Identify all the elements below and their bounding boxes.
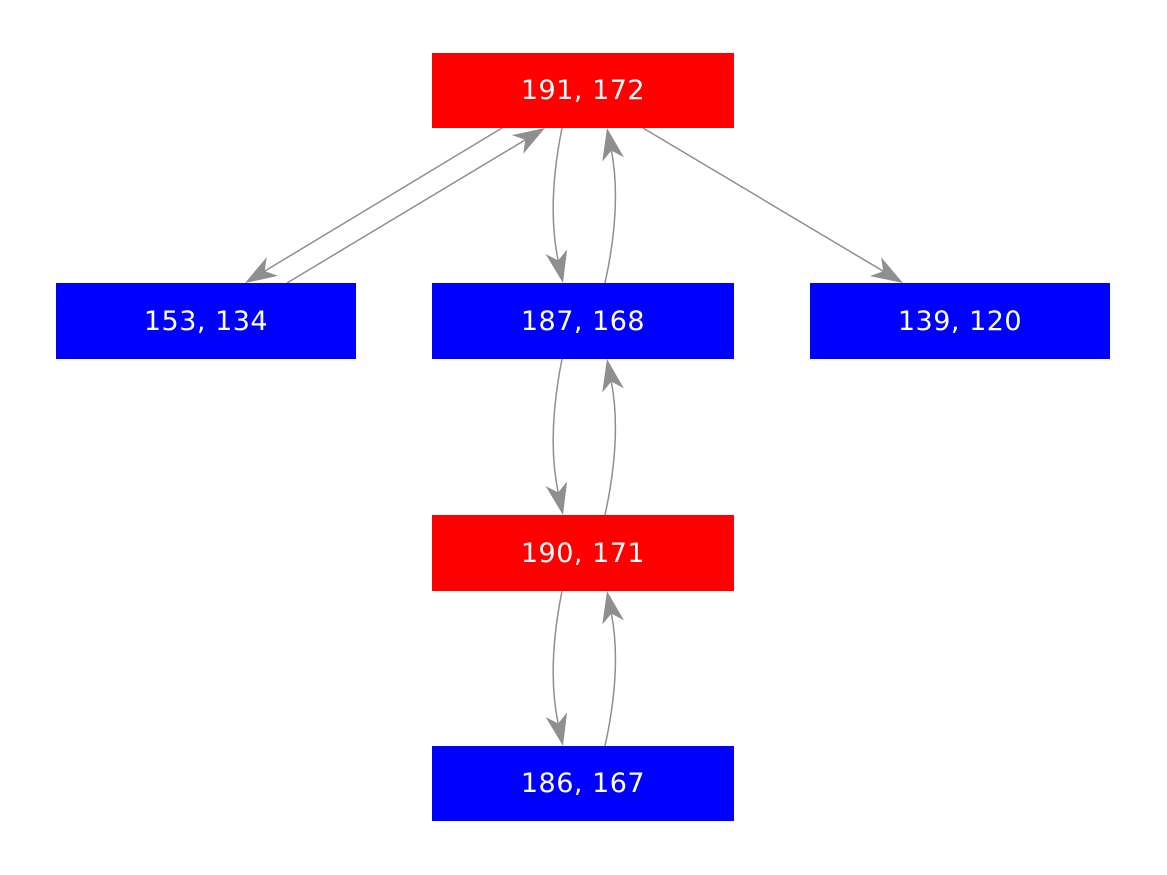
node-190-171: 190, 171 — [432, 515, 734, 591]
arrowhead-n5-to-n6 — [545, 712, 568, 746]
edge-n2-to-n1 — [286, 139, 526, 284]
arrowhead-n2-to-n1 — [511, 128, 545, 154]
arrowhead-n1-to-n4 — [869, 257, 903, 283]
edge-n1-to-n4 — [642, 127, 884, 272]
arrowhead-n3-to-n5 — [545, 481, 568, 515]
edge-n3-to-n1 — [604, 150, 617, 284]
arrowhead-n6-to-n5 — [602, 591, 624, 625]
edge-n5-to-n6 — [552, 590, 563, 724]
edge-n3-to-n5 — [552, 358, 563, 493]
arrowhead-n1-to-n3 — [545, 249, 568, 283]
arrowhead-n3-to-n1 — [602, 128, 624, 162]
node-153-134: 153, 134 — [56, 283, 356, 359]
node-186-167: 186, 167 — [432, 746, 734, 821]
edge-n5-to-n3 — [604, 381, 617, 516]
node-187-168: 187, 168 — [432, 283, 734, 359]
node-139-120: 139, 120 — [810, 283, 1110, 359]
arrowhead-n1-to-n2 — [245, 257, 279, 283]
edge-n6-to-n5 — [604, 613, 617, 747]
node-191-172: 191, 172 — [432, 53, 734, 128]
edge-n1-to-n3 — [552, 127, 563, 261]
arrowhead-n5-to-n3 — [602, 359, 624, 393]
edge-n1-to-n2 — [264, 127, 503, 272]
